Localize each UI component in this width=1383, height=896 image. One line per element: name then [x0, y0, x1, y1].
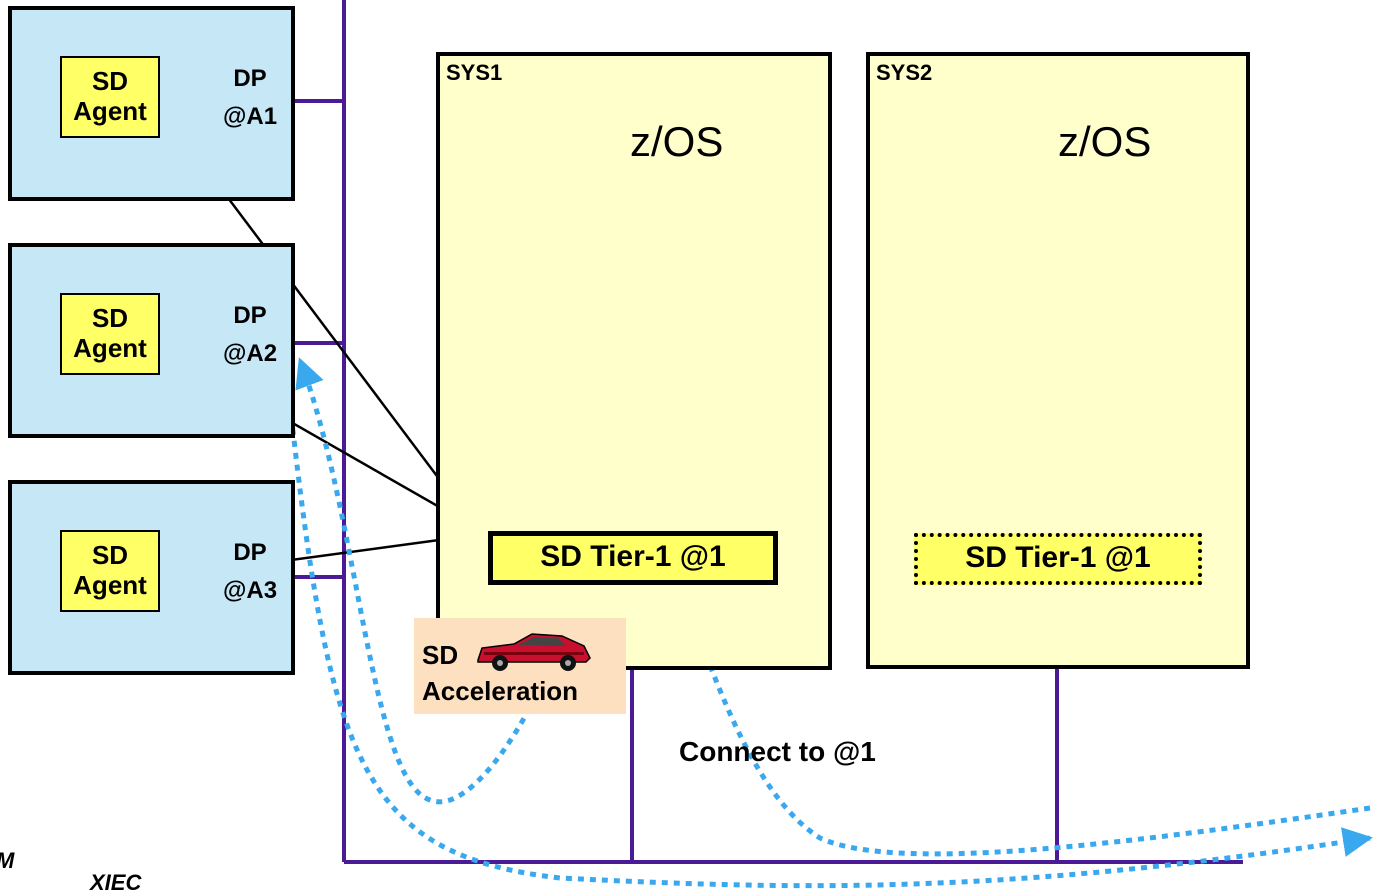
- corner-fragment-2: XIEC: [90, 870, 142, 895]
- sys1-tier-box: SD Tier-1 @1: [488, 531, 778, 585]
- sys2-os-label: z/OS: [1058, 118, 1152, 165]
- dp-label-a1: DP @A1: [222, 65, 278, 130]
- system-sys2: SYS2 z/OS SD Tier-1 @1: [866, 52, 1250, 669]
- sports-car-icon: [477, 633, 591, 671]
- sys2-tier-box: SD Tier-1 @1: [914, 533, 1202, 585]
- dp-node-a3: SD Agent DP @A3: [8, 480, 295, 675]
- dp-label-a2: DP @A2: [222, 302, 278, 367]
- dp-node-a1: SD Agent DP @A1: [8, 6, 295, 201]
- sd-acceleration-box: SD Acceleration: [414, 618, 626, 714]
- system-sys1-body: SYS1 z/OS SD Tier-1 @1: [436, 52, 832, 670]
- dp-label-a3: DP @A3: [222, 539, 278, 604]
- accel-label: Acceleration: [422, 676, 579, 706]
- accel-sd-label: SD: [422, 640, 459, 670]
- sd-agent-a1: SD Agent: [60, 56, 160, 138]
- sys2-title: SYS2: [876, 60, 933, 85]
- sys1-title: SYS1: [446, 60, 503, 85]
- sd-agent-a3: SD Agent: [60, 530, 160, 612]
- connect-label: Connect to @1: [679, 736, 876, 767]
- corner-fragment-1: M: [0, 848, 14, 874]
- sd-agent-a2: SD Agent: [60, 293, 160, 375]
- dp-node-a2: SD Agent DP @A2: [8, 243, 295, 438]
- sys1-os-label: z/OS: [630, 118, 724, 165]
